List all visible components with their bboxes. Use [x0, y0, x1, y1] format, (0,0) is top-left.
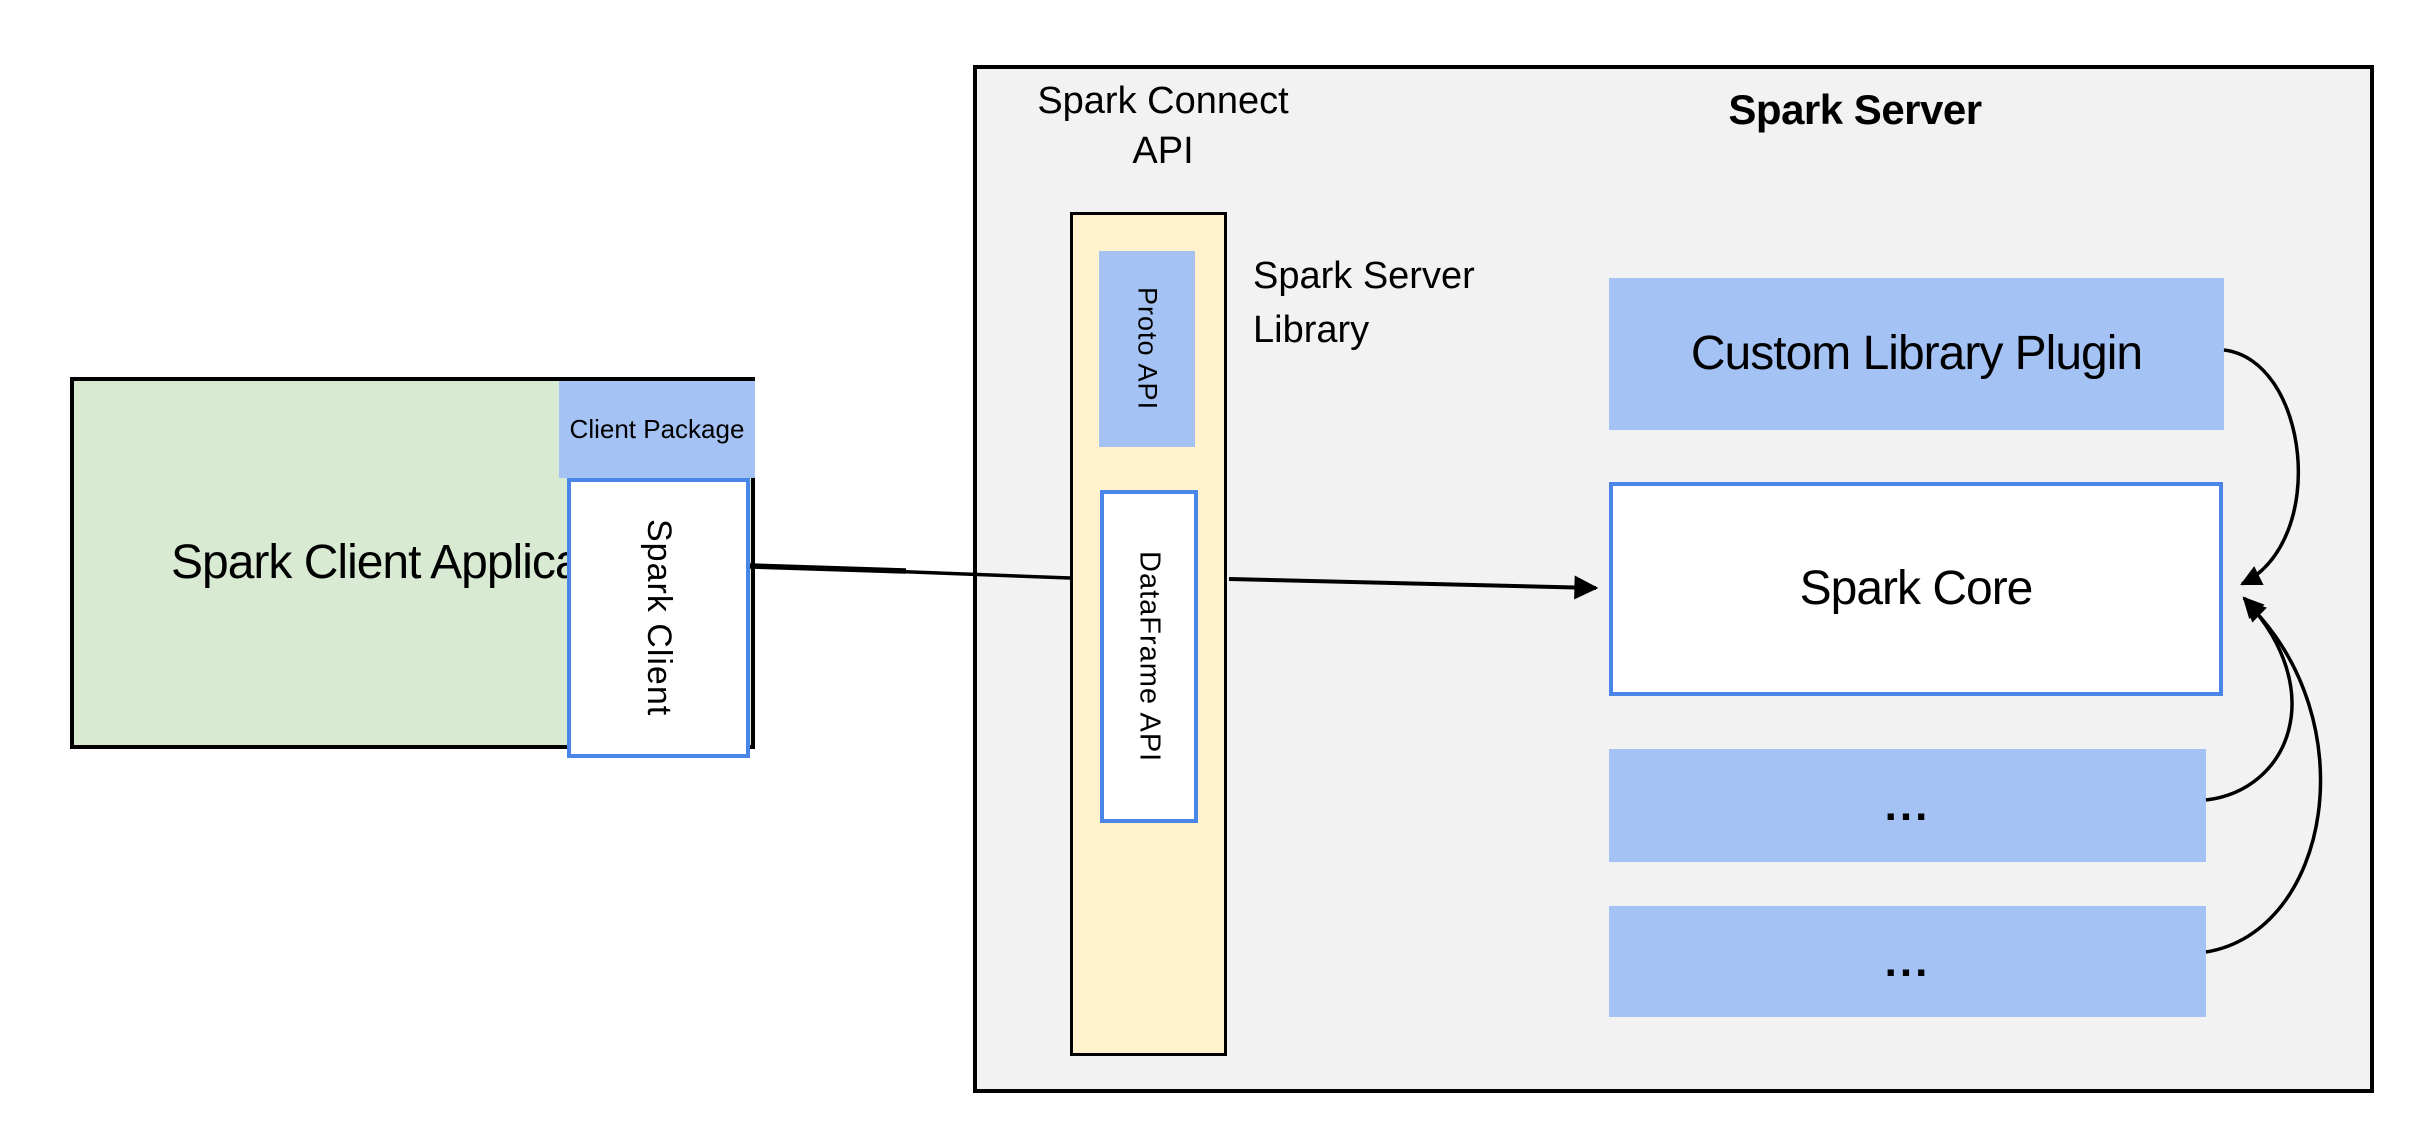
proto-api-label: Proto API	[1132, 287, 1163, 411]
spark-client-label: Spark Client	[640, 519, 678, 717]
spark-server-title: Spark Server	[1728, 86, 1982, 133]
custom-library-plugin-label: Custom Library Plugin	[1690, 327, 2143, 380]
dataframe-api-box: DataFrame API	[1100, 490, 1198, 823]
extension-box-1: ...	[1609, 749, 2206, 862]
custom-library-plugin-box: Custom Library Plugin	[1609, 278, 2224, 430]
dataframe-api-label: DataFrame API	[1133, 550, 1166, 763]
extension-box-2-label: ...	[1884, 936, 1931, 986]
proto-api-box: Proto API	[1099, 251, 1195, 447]
extension-box-2: ...	[1609, 906, 2206, 1017]
spark-server-library-label: Spark Server Library	[1253, 255, 1475, 351]
spark-connect-api-label: Spark Connect API	[1037, 80, 1289, 173]
client-package-label: Client Package	[569, 413, 745, 444]
client-package-box: Client Package	[559, 381, 755, 478]
client-to-connect-line	[749, 563, 907, 574]
spark-core-box: Spark Core	[1609, 482, 2223, 696]
spark-core-label: Spark Core	[1799, 562, 2034, 615]
spark-client-box: Spark Client	[567, 478, 750, 758]
extension-box-1-label: ...	[1884, 780, 1931, 830]
